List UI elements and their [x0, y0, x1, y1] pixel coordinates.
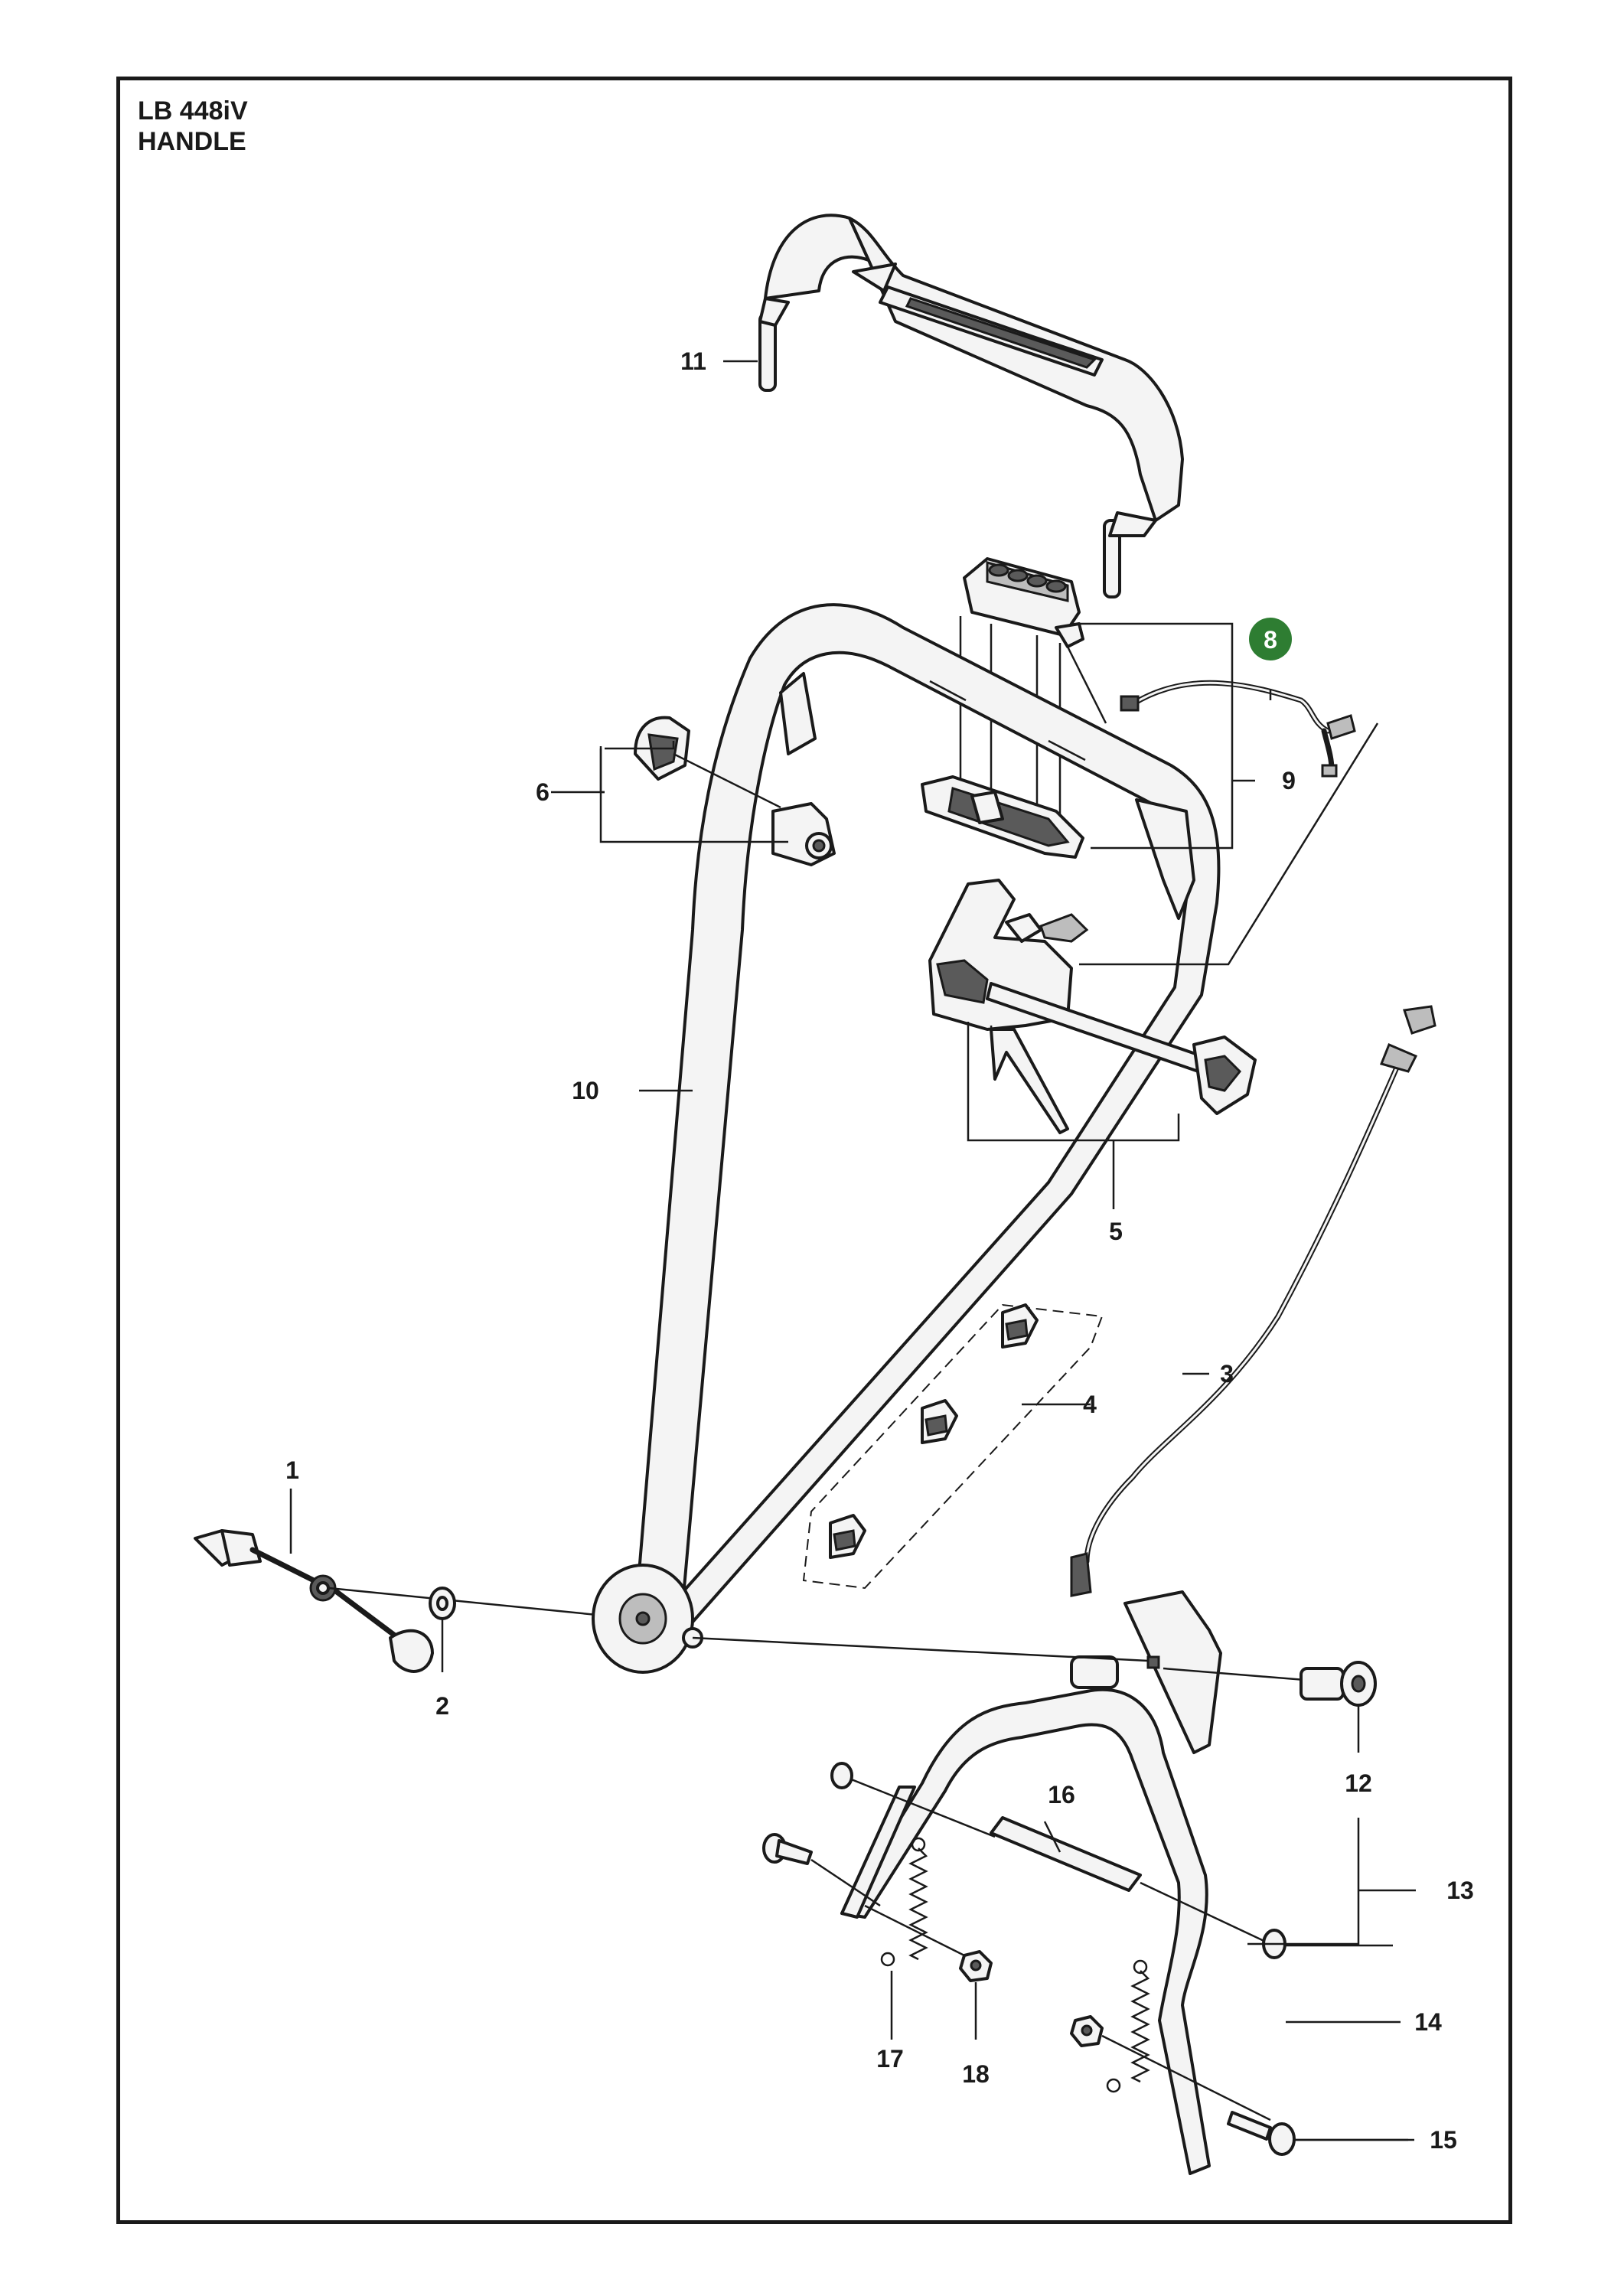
part-4-clip-set	[802, 1303, 1104, 1590]
diagram-frame	[116, 77, 1512, 2224]
hinge-hub	[592, 1564, 703, 1674]
callout-16: 16	[1048, 1781, 1075, 1808]
callout-13: 13	[1446, 1877, 1474, 1904]
callout-11: 11	[680, 347, 706, 375]
part-display-top	[959, 557, 1084, 830]
part-1-hinge-bolt	[194, 1529, 636, 1673]
part-16-rod	[830, 1762, 1271, 1945]
model-title: LB 448iV	[138, 96, 248, 126]
callout-17: 17	[876, 2045, 904, 2073]
part-3-cable	[1070, 1005, 1436, 1597]
part-bolt-left	[762, 1833, 881, 1907]
section-title: HANDLE	[138, 127, 246, 156]
callout-4: 4	[1083, 1391, 1097, 1418]
callout-14: 14	[1414, 2008, 1442, 2036]
part-display-base	[921, 775, 1084, 859]
callout-2: 2	[435, 1692, 449, 1720]
callout-12: 12	[1345, 1769, 1372, 1797]
callout-6: 6	[536, 778, 549, 806]
part-12-bolt	[1163, 1661, 1377, 1753]
part-9-wiring-harness	[1120, 680, 1356, 778]
callout-5: 5	[1109, 1218, 1123, 1245]
callout-9: 9	[1282, 767, 1296, 794]
part-2-washer	[429, 1587, 456, 1620]
part-10-main-handle	[634, 603, 1221, 1628]
callout-15: 15	[1430, 2126, 1457, 2154]
callout-18: 18	[962, 2060, 990, 2088]
part-17-spring	[864, 1837, 973, 2040]
part-18-nut	[959, 1950, 993, 2040]
callout-1: 1	[285, 1456, 299, 1484]
part-spring-right	[1070, 1959, 1271, 2122]
part-6-clamp-knob	[634, 716, 836, 866]
highlight-badge-8	[1249, 618, 1292, 660]
part-11-upper-handle	[758, 214, 1184, 598]
leader-lines	[289, 360, 1416, 1945]
callout-8: 8	[1264, 626, 1277, 654]
part-5-control-handle	[928, 879, 1257, 1134]
part-13-lower-frame	[692, 1590, 1222, 2175]
callout-3: 3	[1220, 1360, 1234, 1388]
part-15-pin	[1227, 2111, 1408, 2156]
callout-10: 10	[572, 1077, 599, 1104]
